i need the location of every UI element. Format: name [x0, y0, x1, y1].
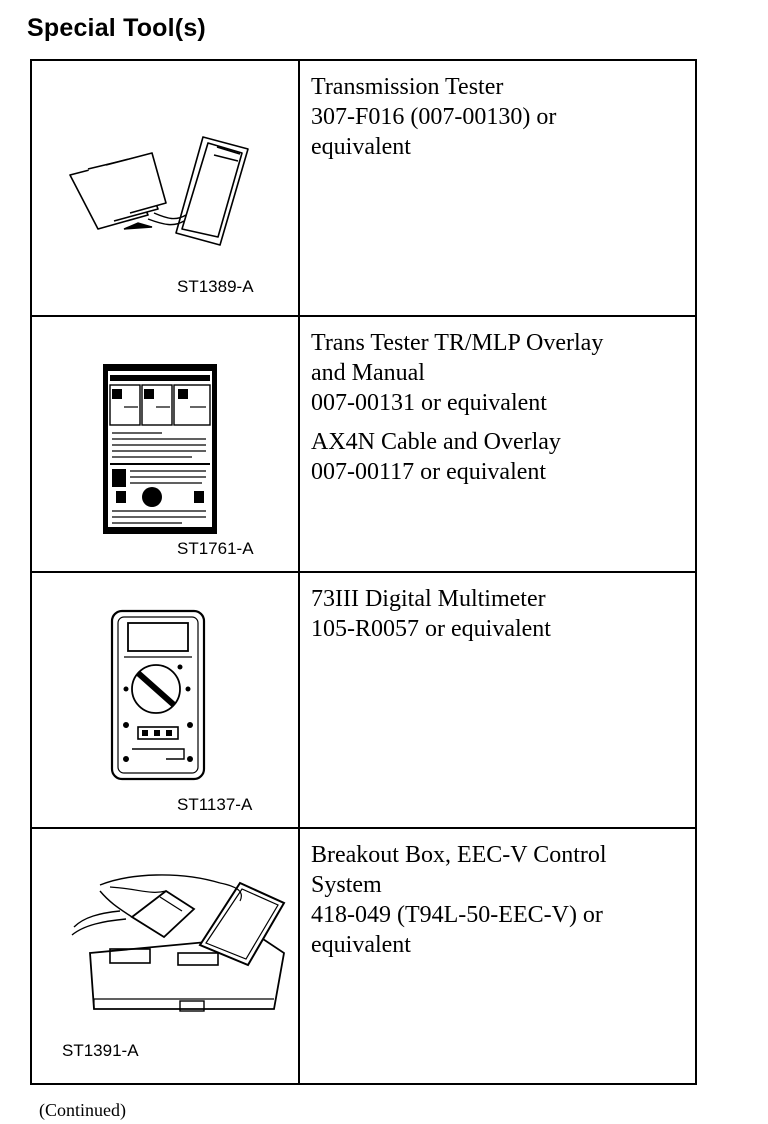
tool-part-number: 007-00117 or equivalent [311, 459, 547, 485]
tool-illustration-cell: ST1137-A [30, 571, 300, 829]
tool-illustration-cell: ST1761-A [30, 315, 300, 573]
tool-part-number: 007-00131 or equivalent [311, 390, 547, 416]
tool-part-number: 307-F016 (007-00130) or [311, 104, 557, 130]
tool-name: 73III Digital Multimeter [311, 586, 546, 612]
tool-name: AX4N Cable and Overlay [311, 429, 561, 455]
table-row: ST1761-A Trans Tester TR/MLP Overlay and… [30, 315, 697, 573]
tool-id-caption: ST1137-A [177, 795, 253, 814]
special-tools-table: ST1389-A Transmission Tester 307-F016 (0… [30, 59, 697, 1085]
table-row: ST1137-A 73III Digital Multimeter 105-R0… [30, 571, 697, 829]
tool-illustration-cell: ST1391-A [30, 827, 300, 1085]
tool-description-cell: Trans Tester TR/MLP Overlay and Manual 0… [298, 315, 697, 573]
tool-name: Breakout Box, EEC-V Control [311, 842, 607, 868]
page-title: Special Tool(s) [27, 14, 206, 42]
tool-name-continued: and Manual [311, 360, 425, 386]
continued-note: (Continued) [39, 1100, 126, 1120]
tool-name-continued: System [311, 872, 382, 898]
tool-name: Transmission Tester [311, 74, 504, 100]
tool-illustration-cell: ST1389-A [30, 59, 300, 317]
overlay-manual-illustration [103, 364, 217, 534]
tool-id-caption: ST1391-A [62, 1041, 139, 1060]
tool-equivalent-note: equivalent [311, 932, 411, 958]
tool-id-caption: ST1761-A [177, 539, 254, 558]
breakout-box-illustration [71, 874, 286, 1012]
tool-description-cell: 73III Digital Multimeter 105-R0057 or eq… [298, 571, 697, 829]
tool-name: Trans Tester TR/MLP Overlay [311, 330, 604, 356]
tool-part-number: 105-R0057 or equivalent [311, 616, 551, 642]
tool-part-number: 418-049 (T94L-50-EEC-V) or [311, 902, 603, 928]
tool-description-cell: Breakout Box, EEC-V Control System 418-0… [298, 827, 697, 1085]
tool-id-caption: ST1389-A [177, 277, 254, 296]
table-row: ST1391-A Breakout Box, EEC-V Control Sys… [30, 827, 697, 1085]
tool-description-cell: Transmission Tester 307-F016 (007-00130)… [298, 59, 697, 317]
transmission-tester-illustration [69, 136, 249, 246]
digital-multimeter-illustration [110, 609, 206, 781]
tool-equivalent-note: equivalent [311, 134, 411, 160]
table-row: ST1389-A Transmission Tester 307-F016 (0… [30, 59, 697, 317]
